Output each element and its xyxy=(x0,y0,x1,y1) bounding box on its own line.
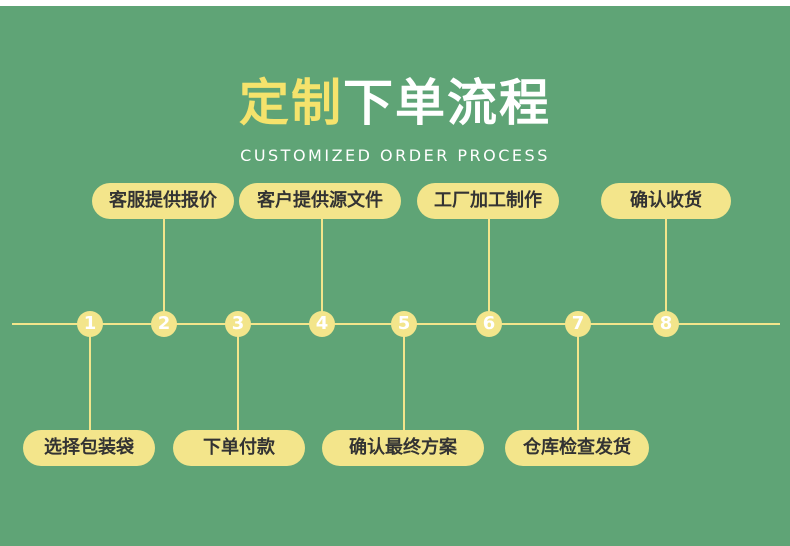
step-node-6: 6 xyxy=(476,311,502,337)
step-node-1: 1 xyxy=(77,311,103,337)
title-highlight: 定制 xyxy=(239,74,343,132)
title-main: 下单流程 xyxy=(343,74,551,132)
step-label-1: 选择包装袋 xyxy=(23,430,155,466)
step-node-5: 5 xyxy=(391,311,417,337)
connector-4 xyxy=(321,218,323,324)
page-title: 定制下单流程 xyxy=(0,72,790,134)
step-node-4: 4 xyxy=(309,311,335,337)
step-label-4: 客户提供源文件 xyxy=(239,183,401,219)
step-label-3: 下单付款 xyxy=(173,430,305,466)
step-node-3: 3 xyxy=(225,311,251,337)
step-node-7: 7 xyxy=(565,311,591,337)
connector-8 xyxy=(665,218,667,324)
step-label-2: 客服提供报价 xyxy=(92,183,234,219)
page-subtitle: CUSTOMIZED ORDER PROCESS xyxy=(240,146,550,165)
step-node-8: 8 xyxy=(653,311,679,337)
step-label-5: 确认最终方案 xyxy=(322,430,484,466)
connector-5 xyxy=(403,324,405,432)
connector-3 xyxy=(237,324,239,432)
step-label-8: 确认收货 xyxy=(601,183,731,219)
step-node-2: 2 xyxy=(151,311,177,337)
top-border xyxy=(0,0,790,6)
step-label-7: 仓库检查发货 xyxy=(505,430,649,466)
connector-7 xyxy=(577,324,579,432)
connector-6 xyxy=(488,218,490,324)
connector-1 xyxy=(89,324,91,432)
connector-2 xyxy=(163,218,165,324)
step-label-6: 工厂加工制作 xyxy=(417,183,559,219)
